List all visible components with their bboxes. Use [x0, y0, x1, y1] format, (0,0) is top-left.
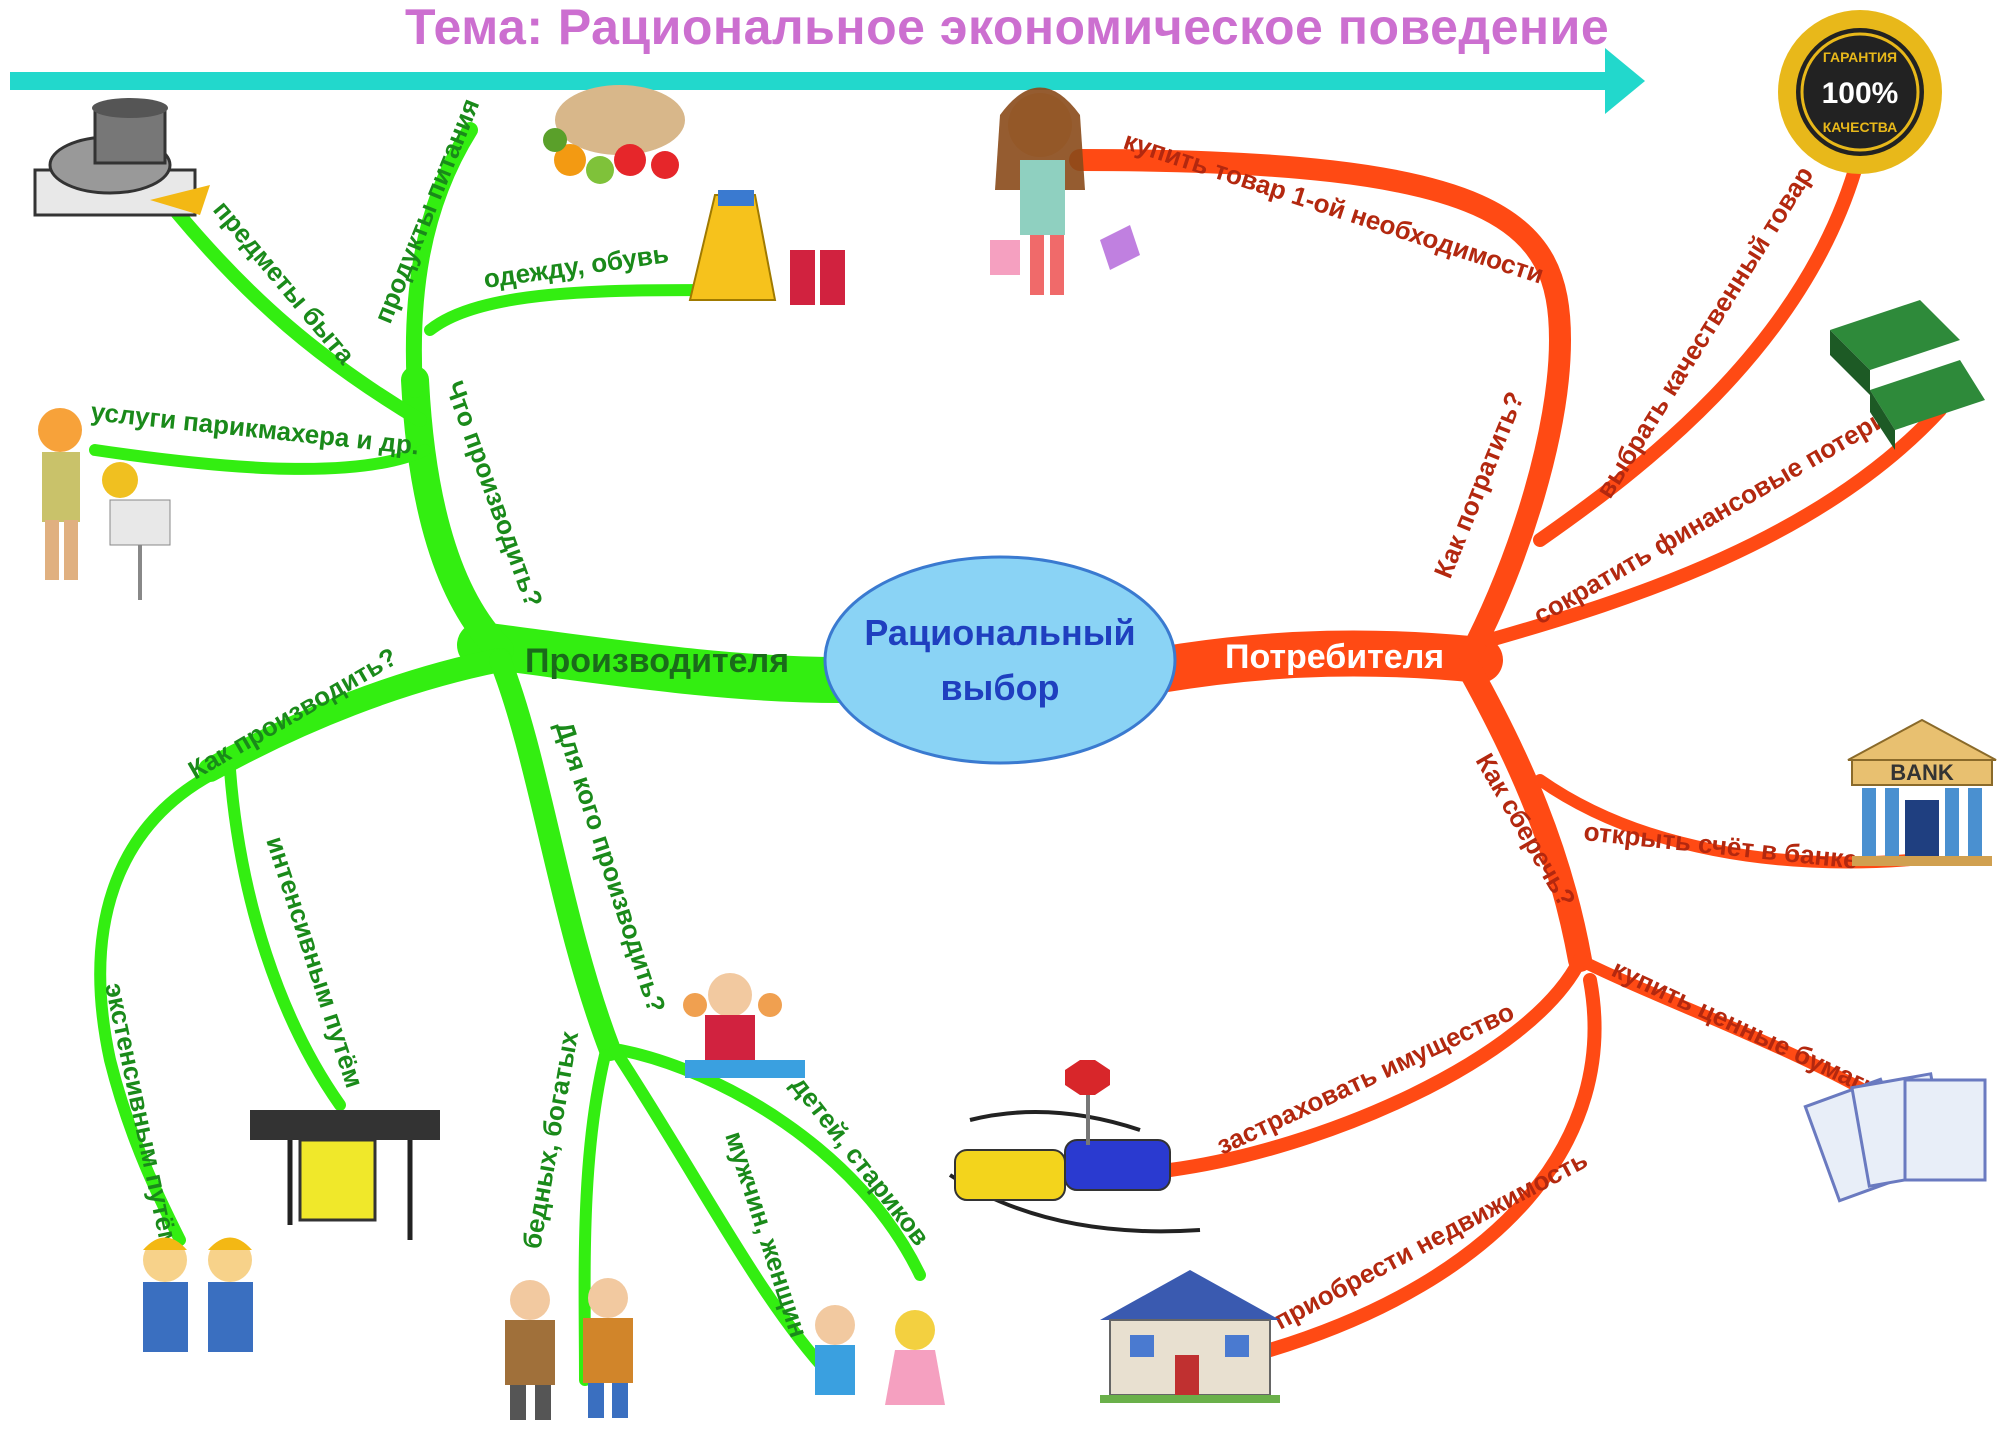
- center-line2: выбор: [940, 667, 1059, 708]
- intensive-branch: [224, 764, 346, 1111]
- securities-label: купить ценные бумаги: [1607, 953, 1883, 1103]
- kids-label: детей, стариков: [785, 1070, 936, 1251]
- car-crash-icon: [948, 1060, 1201, 1234]
- poor-label: бедных, богатых: [516, 1028, 584, 1251]
- workers-icon: [143, 1237, 253, 1352]
- badge-value: 100%: [1822, 77, 1899, 110]
- realty-branch: [1263, 973, 1602, 1357]
- page-title: Тема: Рациональное экономическое поведен…: [405, 0, 1610, 55]
- save-branch: [1458, 658, 1592, 972]
- hairdresser-icon: [38, 408, 171, 600]
- quality-badge-icon: ГАРАНТИЯ 100% КАЧЕСТВА: [1778, 10, 1942, 174]
- how-label: Как производить?: [183, 641, 402, 785]
- bank-account-label: открыть счёт в банке: [1582, 816, 1859, 875]
- securities-icon: [1803, 1072, 1987, 1203]
- how-branch: [198, 648, 512, 782]
- money-icon: [1830, 300, 1985, 450]
- realty-label: приобрести недвижимость: [1269, 1144, 1593, 1335]
- producer-main-branch: [457, 622, 863, 703]
- men-branch: [609, 1044, 836, 1381]
- central-hub[interactable]: Рациональный выбор: [823, 555, 1177, 765]
- grandparents-icon: [683, 973, 805, 1078]
- for-whom-branch: [489, 649, 621, 1061]
- consumer-branches: [1069, 149, 1947, 1357]
- title-arrow: [10, 48, 1645, 114]
- extensive-branch: [94, 764, 226, 1246]
- food-label: продукты питания: [368, 94, 485, 327]
- household-label: предметы быта: [207, 195, 361, 371]
- badge-line2: КАЧЕСТВА: [1823, 119, 1898, 135]
- badge-line1: ГАРАНТИЯ: [1823, 49, 1897, 65]
- what-branch-upper: [405, 122, 478, 398]
- intensive-label: интенсивным путём: [260, 833, 370, 1092]
- insure-branch: [1163, 953, 1587, 1177]
- cookware-icon: [33, 98, 210, 217]
- consumer-main-branch: [1137, 630, 1503, 693]
- bank-icon: BANK: [1847, 718, 1997, 866]
- producer-label: Производителя: [525, 642, 789, 680]
- groceries-icon: [543, 85, 685, 184]
- bank-sign: BANK: [1890, 760, 1954, 785]
- children-icon: [815, 1305, 945, 1405]
- insure-label: застраховать имущество: [1212, 996, 1519, 1160]
- household-branch: [168, 203, 427, 427]
- producer-branches: [89, 122, 926, 1386]
- consumer-label: Потребителя: [1225, 638, 1444, 676]
- losses-branch: [1483, 403, 1947, 647]
- kids-branch: [614, 1044, 926, 1281]
- securities-branch: [1574, 954, 1896, 1111]
- house-icon: [1100, 1270, 1280, 1403]
- spend-branch: [1069, 149, 1572, 666]
- men-icon: [505, 1278, 633, 1420]
- clothes-icon: [688, 190, 845, 305]
- clothes-branch: [424, 284, 726, 336]
- quality-branch: [1533, 163, 1862, 547]
- shopper-icon: [990, 87, 1140, 295]
- services-branch: [89, 444, 431, 475]
- quality-label: выбрать качественный товар: [1590, 161, 1819, 503]
- center-line1: Рациональный: [864, 612, 1135, 653]
- machine-icon: [250, 1110, 440, 1240]
- extensive-label: экстенсивным путём: [99, 980, 185, 1252]
